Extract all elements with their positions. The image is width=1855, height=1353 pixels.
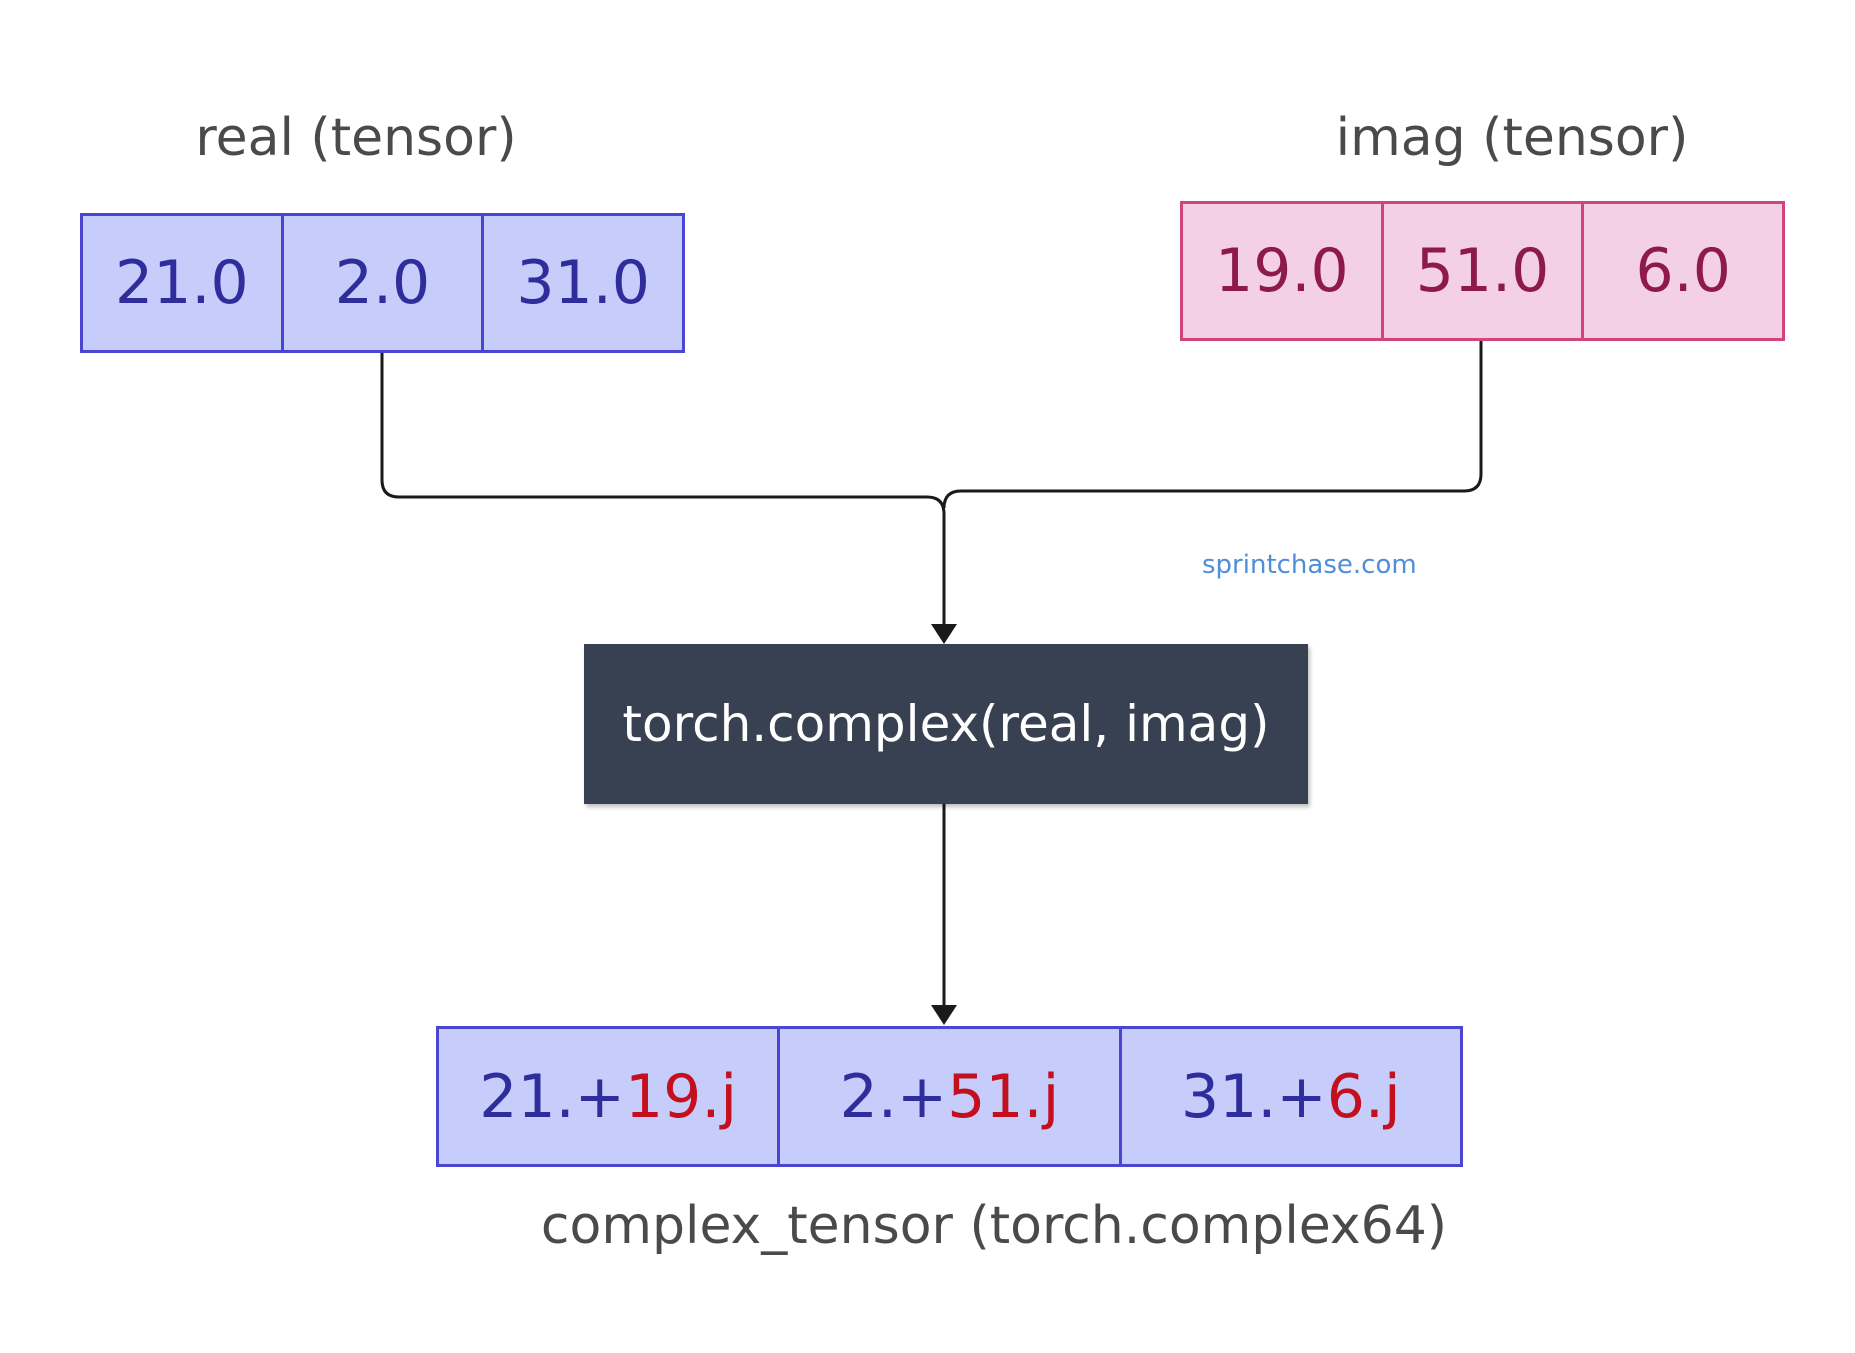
result-cell-2: 31.+6.j bbox=[1122, 1029, 1460, 1164]
watermark-text: sprintchase.com bbox=[1202, 550, 1417, 580]
real-tensor: 21.0 2.0 31.0 bbox=[80, 213, 685, 353]
result-tensor-label: complex_tensor (torch.complex64) bbox=[540, 1196, 1448, 1256]
imag-to-op-connector bbox=[942, 341, 1483, 509]
torch-complex-op-box: torch.complex(real, imag) bbox=[584, 644, 1308, 804]
op-arrowhead bbox=[931, 624, 957, 644]
imag-tensor-label: imag (tensor) bbox=[1335, 108, 1689, 168]
result-cell-2-imag: 6.j bbox=[1326, 1061, 1401, 1132]
imag-tensor: 19.0 51.0 6.0 bbox=[1180, 201, 1785, 341]
result-cell-2-real: 31.+ bbox=[1181, 1061, 1327, 1132]
complex-result-tensor: 21.+19.j 2.+51.j 31.+6.j bbox=[436, 1026, 1463, 1167]
result-cell-0: 21.+19.j bbox=[439, 1029, 781, 1164]
real-cell-1: 2.0 bbox=[284, 216, 485, 350]
result-cell-0-real: 21.+ bbox=[479, 1061, 625, 1132]
result-cell-1-imag: 51.j bbox=[947, 1061, 1060, 1132]
real-tensor-label: real (tensor) bbox=[195, 108, 517, 168]
imag-cell-1: 51.0 bbox=[1384, 204, 1585, 338]
result-arrowhead bbox=[931, 1005, 957, 1025]
op-label: torch.complex(real, imag) bbox=[622, 695, 1270, 753]
real-cell-0: 21.0 bbox=[83, 216, 284, 350]
result-cell-1: 2.+51.j bbox=[780, 1029, 1122, 1164]
real-cell-2: 31.0 bbox=[516, 248, 650, 318]
imag-cell-2: 6.0 bbox=[1635, 236, 1731, 306]
result-cell-0-imag: 19.j bbox=[624, 1061, 738, 1132]
real-to-op-connector bbox=[380, 353, 946, 628]
result-cell-1-real: 2.+ bbox=[839, 1061, 948, 1132]
imag-cell-0: 19.0 bbox=[1183, 204, 1384, 338]
